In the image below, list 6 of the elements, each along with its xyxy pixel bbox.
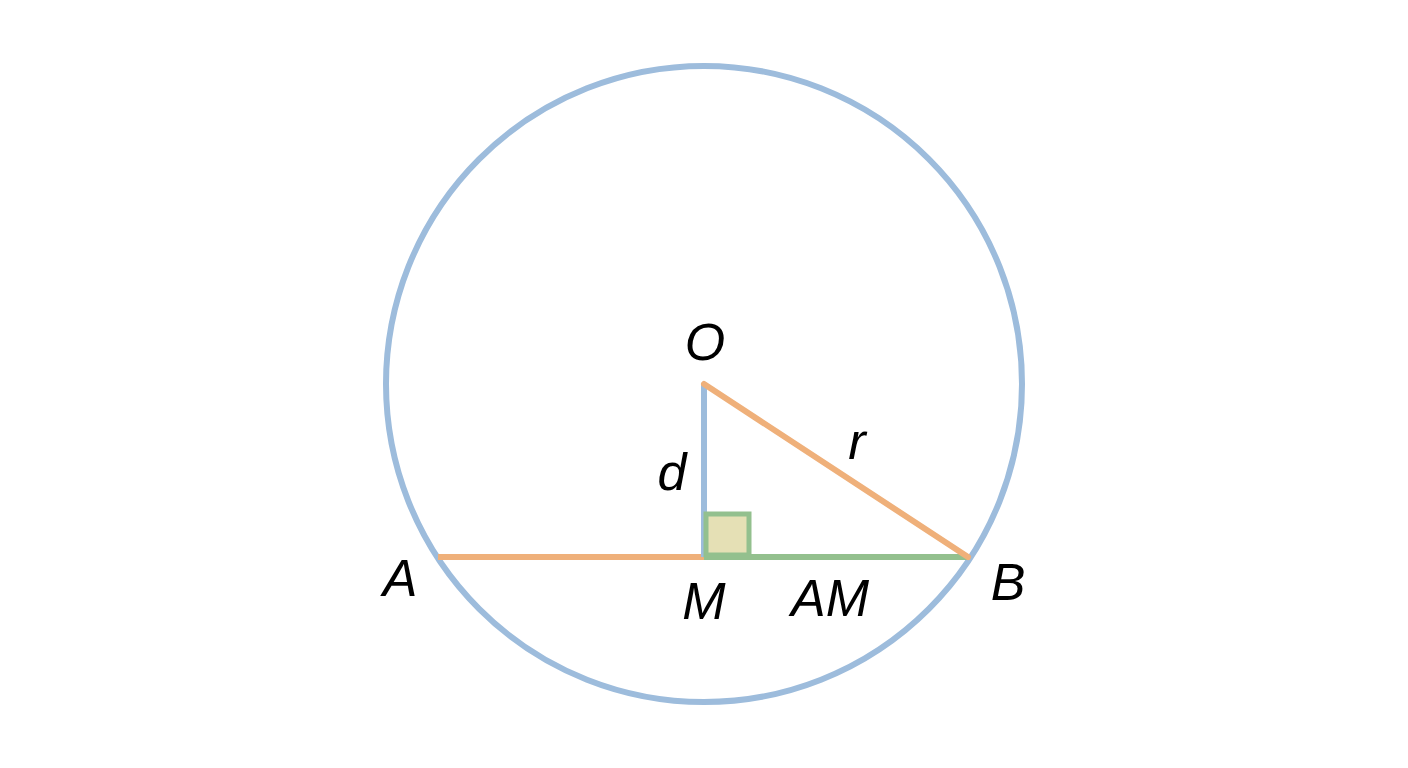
point-label: O [684,316,726,368]
point-label: B [990,556,1026,608]
point-label: A [382,552,418,604]
length-label: r [848,415,866,467]
length-label: d [657,446,687,498]
point-label: M [682,575,726,627]
